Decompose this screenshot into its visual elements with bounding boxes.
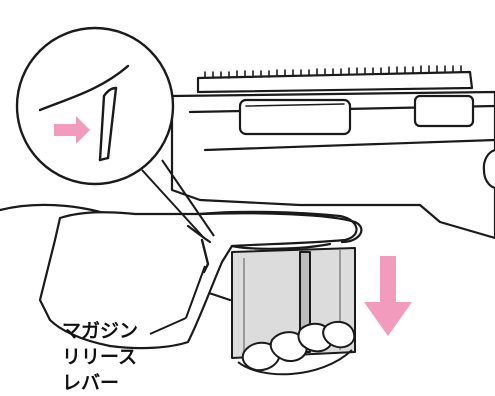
down-arrow-icon (364, 256, 412, 336)
magazine-release-diagram: マガジン リリース レバー (0, 0, 495, 388)
label-line-2: リリース (62, 344, 138, 370)
bolt-handle-slot (415, 96, 473, 126)
picatinny-rail (198, 72, 472, 92)
label-line-3: レバー (62, 370, 138, 396)
finger-4 (323, 322, 354, 347)
magazine (232, 248, 355, 374)
label-line-1: マガジン (62, 318, 138, 344)
magnified-view (17, 28, 173, 184)
magazine-release-lever-label: マガジン リリース レバー (62, 318, 138, 396)
